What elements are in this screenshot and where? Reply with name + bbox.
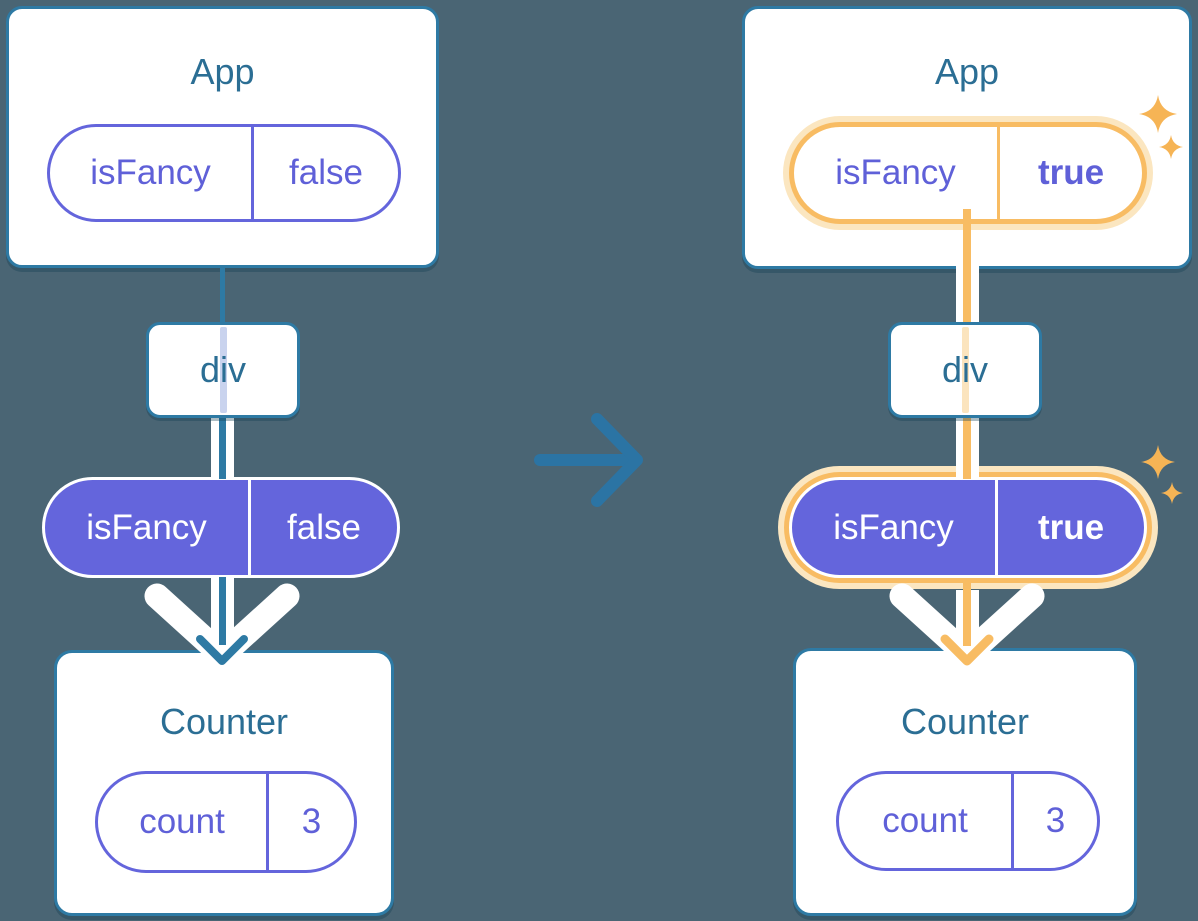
right-app-prop-pill-highlighted: isFancy true [789,122,1147,224]
state-name: count [882,801,968,840]
left-app-title: App [190,51,255,92]
prop-name: isFancy [86,507,207,547]
prop-name: isFancy [833,507,954,547]
left-counter-title: Counter [159,701,289,742]
sparkle-icon-pill-large [1141,445,1175,479]
left-div-node: div [146,322,300,418]
state-value: 3 [1011,774,1097,868]
sparkle-icon-pill-small [1161,482,1183,504]
white-chevron [889,583,1045,672]
prop-value: true [995,480,1144,575]
prop-name: isFancy [835,153,956,192]
left-counter-card: Counter count 3 [54,650,394,916]
prop-value: true [997,127,1142,219]
left-app-card: App isFancy false [6,6,439,268]
right-passed-prop-pill-highlighted: isFancy true [789,477,1147,578]
left-div-to-pill-line [211,416,234,479]
left-pill-to-counter-arrow [144,577,300,672]
right-counter-title: Counter [900,701,1030,742]
right-div-to-pill-line [956,416,979,479]
right-div-label: div [941,349,989,390]
prop-name: isFancy [90,153,211,192]
left-count-state-pill: count 3 [95,771,357,873]
left-faded-prop-line [219,327,227,413]
transition-arrow-icon [534,413,643,507]
right-app-prop-line [963,209,971,269]
left-passed-prop-pill: isFancy false [42,477,400,578]
left-app-to-div-line [220,265,225,325]
right-app-title: App [934,51,1000,92]
right-faded-prop-line [961,327,969,413]
prop-value: false [251,127,398,219]
right-counter-card: Counter count 3 [793,648,1137,916]
left-app-prop-pill: isFancy false [47,124,401,222]
state-name: count [139,802,225,841]
white-chevron [144,583,300,672]
left-div-label: div [199,349,247,390]
right-app-card: App isFancy true [742,6,1192,269]
state-value: 3 [266,774,354,870]
right-div-node: div [888,322,1042,418]
prop-value: false [248,480,397,575]
right-count-state-pill: count 3 [836,771,1100,871]
